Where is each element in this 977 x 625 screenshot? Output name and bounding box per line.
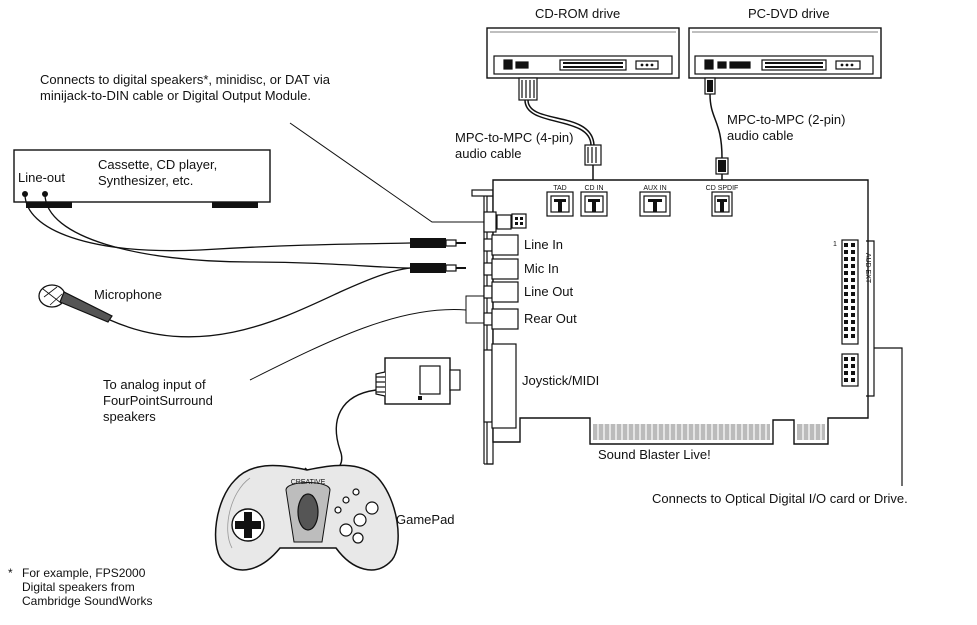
port-jacks — [483, 234, 519, 330]
header-tad — [546, 191, 574, 217]
port-rear-out: Rear Out — [524, 311, 577, 326]
cable-4pin-label: MPC-to-MPC (4-pin) audio cable — [455, 130, 574, 161]
gamepad-brand: CREATIVE — [291, 479, 326, 486]
cdrom-label: CD-ROM drive — [535, 6, 621, 21]
cable-2pin-label: MPC-to-MPC (2-pin) audio cable — [727, 112, 846, 143]
cable-4pin — [518, 77, 602, 180]
microphone-device — [38, 284, 113, 323]
header-cdspdif — [711, 191, 733, 217]
cable-2pin — [704, 77, 729, 188]
pin1-label: 1 — [833, 241, 837, 248]
source-device — [13, 149, 271, 208]
plug-line-in — [410, 238, 466, 248]
header-label-auxin: AUX IN — [643, 185, 666, 192]
digital-out-note: Connects to digital speakers*, minidisc,… — [40, 72, 330, 103]
optical-note: Connects to Optical Digital I/O card or … — [652, 491, 908, 506]
header-label-tad: TAD — [553, 185, 566, 192]
joystick-midi-label: Joystick/MIDI — [522, 373, 600, 388]
pcdvd-drive — [688, 27, 882, 79]
pcdvd-label: PC-DVD drive — [748, 6, 830, 21]
lineout-label: Line-out — [18, 170, 65, 185]
port-mic-in: Mic In — [524, 261, 559, 276]
cdrom-drive — [486, 27, 680, 79]
gamepad-device: CREATIVE — [214, 464, 399, 571]
sound-card — [471, 179, 903, 486]
analog-input-note: To analog input of FourPointSurround spe… — [103, 377, 213, 424]
cdrom-pins — [563, 62, 623, 68]
gamepad-cable — [304, 389, 377, 475]
port-line-in: Line In — [524, 237, 564, 252]
header-label-cdspdif: CD SPDIF — [706, 185, 739, 192]
footnote-mark: * — [8, 566, 13, 580]
mic-cable — [109, 267, 411, 338]
header-auxin — [639, 191, 671, 217]
aud-ext-header — [841, 239, 859, 387]
header-cdin — [580, 191, 608, 217]
aud-ext-label: AUD EXT — [864, 253, 871, 284]
plug-mic-in — [410, 263, 466, 273]
source-device-desc: Cassette, CD player, Synthesizer, etc. — [98, 157, 218, 188]
port-line-out: Line Out — [524, 284, 574, 299]
footnote-text: For example, FPS2000 Digital speakers fr… — [22, 566, 153, 608]
microphone-label: Microphone — [94, 287, 162, 302]
header-label-cdin: CD IN — [584, 185, 603, 192]
gamepad-label: GamePad — [396, 512, 455, 527]
joystick-plug — [375, 357, 461, 405]
card-name-label: Sound Blaster Live! — [598, 447, 711, 462]
